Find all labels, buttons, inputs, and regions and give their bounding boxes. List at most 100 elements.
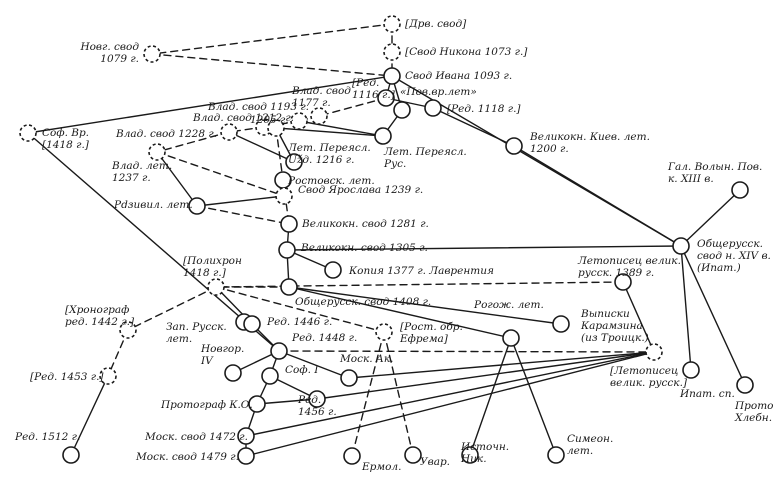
node-rostobr <box>375 323 393 341</box>
node-label-line: 1200 г. <box>530 143 569 155</box>
node-label-line: Копия 1377 г. Лаврентия <box>348 265 494 277</box>
node-label-line: [Ред. 1453 г.] <box>30 371 104 383</box>
node-label-line: русск. 1389 г. <box>578 267 654 279</box>
node-label-line: Великокн. Киев. лет. <box>529 131 650 143</box>
node-label-line: (из Троицк.) <box>581 332 649 344</box>
node-label-vlad1193: Влад. свод 1193 г. <box>207 101 309 113</box>
node-label-novg4: Новгор.IV <box>200 343 244 367</box>
node-drv <box>383 15 401 33</box>
node-polikhron <box>207 278 225 296</box>
node-galvol <box>731 181 749 199</box>
node-label-line: велик. русск.] <box>610 377 688 389</box>
node-label-line: Великокн. свод 1305 г. <box>300 242 428 254</box>
node-label-radziv: Рdзивил. лет. <box>113 199 193 211</box>
node-label-line: Гал. Волын. Пов. <box>667 161 762 173</box>
node-protko <box>248 395 266 413</box>
labels: [Дрв. свод][Свод Никона 1073 г.]Новг. св… <box>14 18 774 473</box>
edge-rogozh-istochn <box>469 337 512 456</box>
node-red1116 <box>377 89 395 107</box>
node-label-nikon: [Свод Никона 1073 г.] <box>405 46 528 58</box>
node-label-line: Моск. свод 1472 г. <box>144 431 248 443</box>
node-rogozh <box>502 329 520 347</box>
node-label-line: [Ред. <box>352 77 379 89</box>
node-novg1079 <box>143 45 161 63</box>
edge-obsch1408-vypiski <box>288 286 562 325</box>
node-yarosl <box>275 187 293 205</box>
node-label-red1118: [Ред. 1118 г.] <box>447 103 521 115</box>
node-label-line: 1456 г. <box>298 406 337 418</box>
node-label-vel1281: Великокн. свод 1281 г. <box>301 218 429 230</box>
node-label-line: Общерусск. <box>697 238 763 250</box>
node-label-line: Общерусск. свод 1408 г. <box>295 296 431 308</box>
edge-vel1305-obsch14 <box>286 245 682 251</box>
node-label-moskak: Моск. Ак. <box>339 353 393 365</box>
node-label-povvr: «Пов.вр.лет» <box>400 86 477 98</box>
node-label-red1512: Ред. 1512 г. <box>14 431 80 443</box>
node-obsch1408 <box>280 278 298 296</box>
node-label-line: Зап. Русск. <box>166 321 227 333</box>
edge-red1116-vlad1177 <box>318 97 387 117</box>
node-label-vlad1212: Влад. свод 1212 г. <box>192 112 294 124</box>
node-label-line: (Ипат.) <box>697 262 741 274</box>
node-label-vel1305: Великокн. свод 1305 г. <box>300 242 428 254</box>
node-label-line: Ростовск. лет. <box>287 175 375 187</box>
node-red1512 <box>62 446 80 464</box>
edge-letvelrus-mosk1479 <box>245 351 655 457</box>
node-label-line: Соф. I <box>285 364 319 376</box>
node-label-line: Лет. Переясл. <box>287 142 371 154</box>
node-uvar <box>404 446 422 464</box>
node-label-ivan: Свод Ивана 1093 г. <box>405 70 512 82</box>
node-label-line: Новгор. <box>200 343 244 355</box>
edge-velkiev-obsch14 <box>513 145 682 247</box>
node-label-line: к. XIII в. <box>668 173 714 185</box>
node-radziv <box>188 197 206 215</box>
node-label-uvar: Увар. <box>420 456 450 468</box>
node-label-red1456: Ред.1456 г. <box>297 394 337 418</box>
edge-red1118-velkiev <box>432 107 515 147</box>
node-label-ermol: Ермол. <box>361 461 401 473</box>
node-label-line: Влад. свод <box>291 85 351 97</box>
node-label-line: [Полихрон <box>183 255 242 267</box>
node-khronograf <box>119 321 137 339</box>
node-label-line: Влад. лет. <box>111 160 172 172</box>
node-label-obsch1408: Общерусск. свод 1408 г. <box>295 296 431 308</box>
node-label-pereyasuzd: Лет. Переясл.Užд. 1216 г. <box>287 142 371 166</box>
edge-vlad1228-pereyasuzd <box>228 131 295 163</box>
node-nikon <box>383 43 401 61</box>
node-label-line: 1116 г.] <box>352 89 396 101</box>
node-vypiski <box>552 315 570 333</box>
node-red1448 <box>270 342 288 360</box>
edge-letvelrus-moskak <box>348 351 655 379</box>
edge-galvol-obsch14 <box>680 189 741 247</box>
edge-novg1079-ivan <box>151 53 393 77</box>
edge-vlad1193-pereyarus <box>298 120 384 137</box>
node-label-line: 1418 г.] <box>183 267 227 279</box>
node-label-line: Рогож. лет. <box>473 299 544 311</box>
node-vlad1228 <box>220 123 238 141</box>
node-istochn <box>461 446 479 464</box>
node-label-line: Источн. <box>460 441 509 453</box>
edge-vladlet1237-radziv <box>156 151 198 207</box>
node-red1453 <box>99 367 117 385</box>
node-label-obsch14: Общерусск.свод н. XIV в.(Ипат.) <box>697 238 771 274</box>
node-label-line: Соф. Вр. <box>42 127 89 139</box>
node-rostov <box>274 171 292 189</box>
edge-red1453-red1512 <box>70 375 109 456</box>
edge-letvelrus-red1456 <box>316 351 655 400</box>
node-label-yarosl: Свод Ярослава 1239 г. <box>298 184 423 196</box>
node-label-red1446: Ред. 1446 г. <box>266 316 332 328</box>
node-label-line: Ред. 1448 г. <box>291 332 357 344</box>
node-label-line: 1177 г. <box>292 97 331 109</box>
node-label-line: Моск. Ак. <box>339 353 393 365</box>
node-label-protko: Протограф К.О. <box>160 399 253 411</box>
edge-vladlet1237-yarosl <box>156 151 285 197</box>
edge-rogozh-simeon <box>510 337 557 456</box>
edge-ivan-sofvr <box>27 75 393 134</box>
node-pereyasuzd <box>285 153 303 171</box>
node-label-line: [Летописец <box>610 365 678 377</box>
node-label-line: Великокн. свод 1281 г. <box>301 218 429 230</box>
node-povvr <box>393 101 411 119</box>
node-label-line: Ред. 1446 г. <box>266 316 332 328</box>
node-mosk1479 <box>237 447 255 465</box>
